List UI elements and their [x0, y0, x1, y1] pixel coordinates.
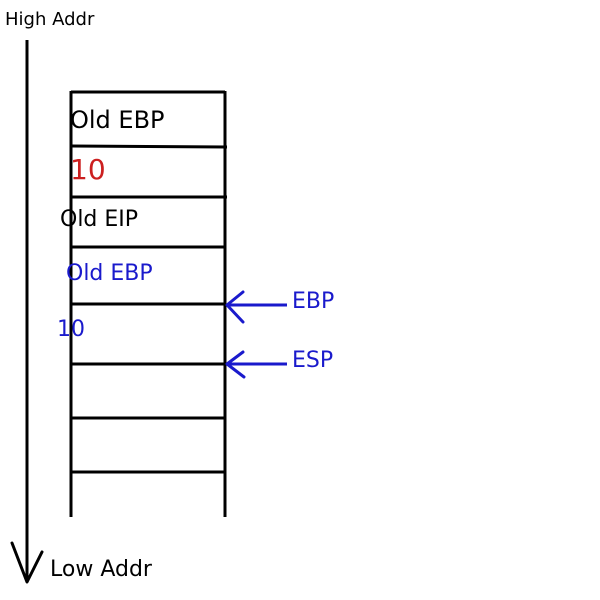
ebp-arrowhead [225, 290, 245, 324]
stack-cell-old-eip: Old EIP [60, 207, 139, 232]
stack-cell-argument-value: 10 [70, 153, 106, 186]
esp-pointer-label: ESP [292, 348, 334, 373]
stack-cell-old-ebp-saved: Old EBP [66, 261, 153, 286]
ebp-pointer-label: EBP [292, 289, 335, 314]
address-axis-arrowhead [10, 541, 44, 584]
high-addr-label: High Addr [5, 9, 95, 30]
stack-divider [70, 144, 228, 149]
low-addr-label: Low Addr [50, 557, 152, 582]
stack-cell-old-ebp-outer: Old EBP [70, 106, 165, 134]
esp-arrowhead [225, 350, 246, 379]
stack-cell-local-value: 10 [57, 317, 85, 342]
